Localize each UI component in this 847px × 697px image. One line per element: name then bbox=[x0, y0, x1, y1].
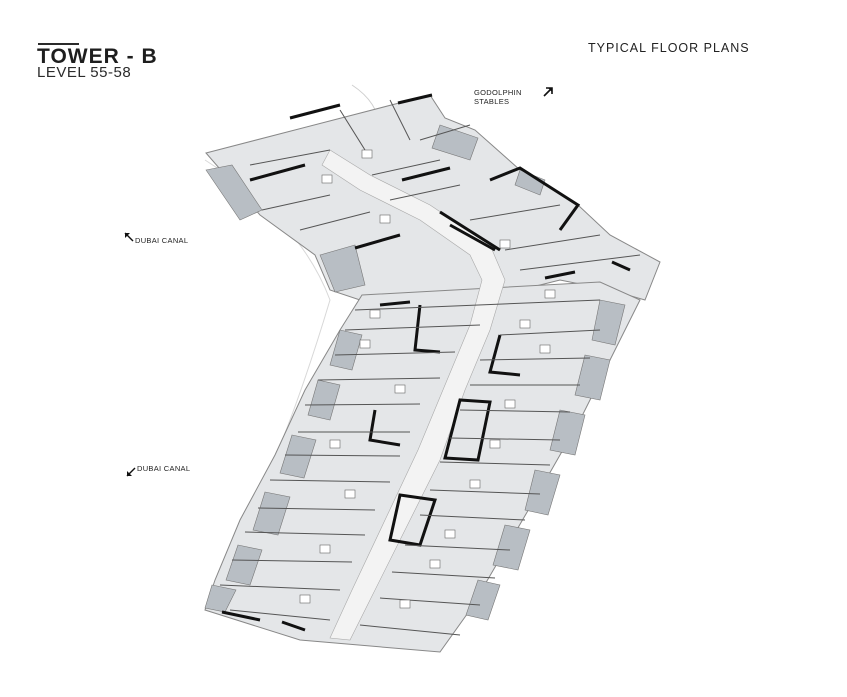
upper-wing bbox=[205, 94, 661, 301]
central-corridor bbox=[321, 149, 506, 641]
level-subtitle: LEVEL 55-58 bbox=[37, 64, 132, 81]
dubai-canal-label-lower: DUBAI CANAL bbox=[137, 464, 191, 473]
north-west-arrow-icon bbox=[124, 232, 134, 242]
south-west-arrow-icon bbox=[126, 467, 136, 477]
partitions bbox=[219, 99, 641, 636]
dubai-canal-label-upper: DUBAI CANAL bbox=[135, 236, 189, 245]
balconies bbox=[204, 124, 626, 621]
title-rule bbox=[38, 43, 79, 45]
north-east-arrow-icon bbox=[543, 87, 553, 97]
walls bbox=[221, 93, 631, 632]
tower-title: TOWER - B bbox=[37, 45, 158, 68]
fixtures bbox=[299, 149, 556, 609]
godolphin-stables-label: GODOLPHIN STABLES bbox=[474, 88, 522, 106]
plan-type-title: TYPICAL FLOOR PLANS bbox=[588, 41, 750, 55]
